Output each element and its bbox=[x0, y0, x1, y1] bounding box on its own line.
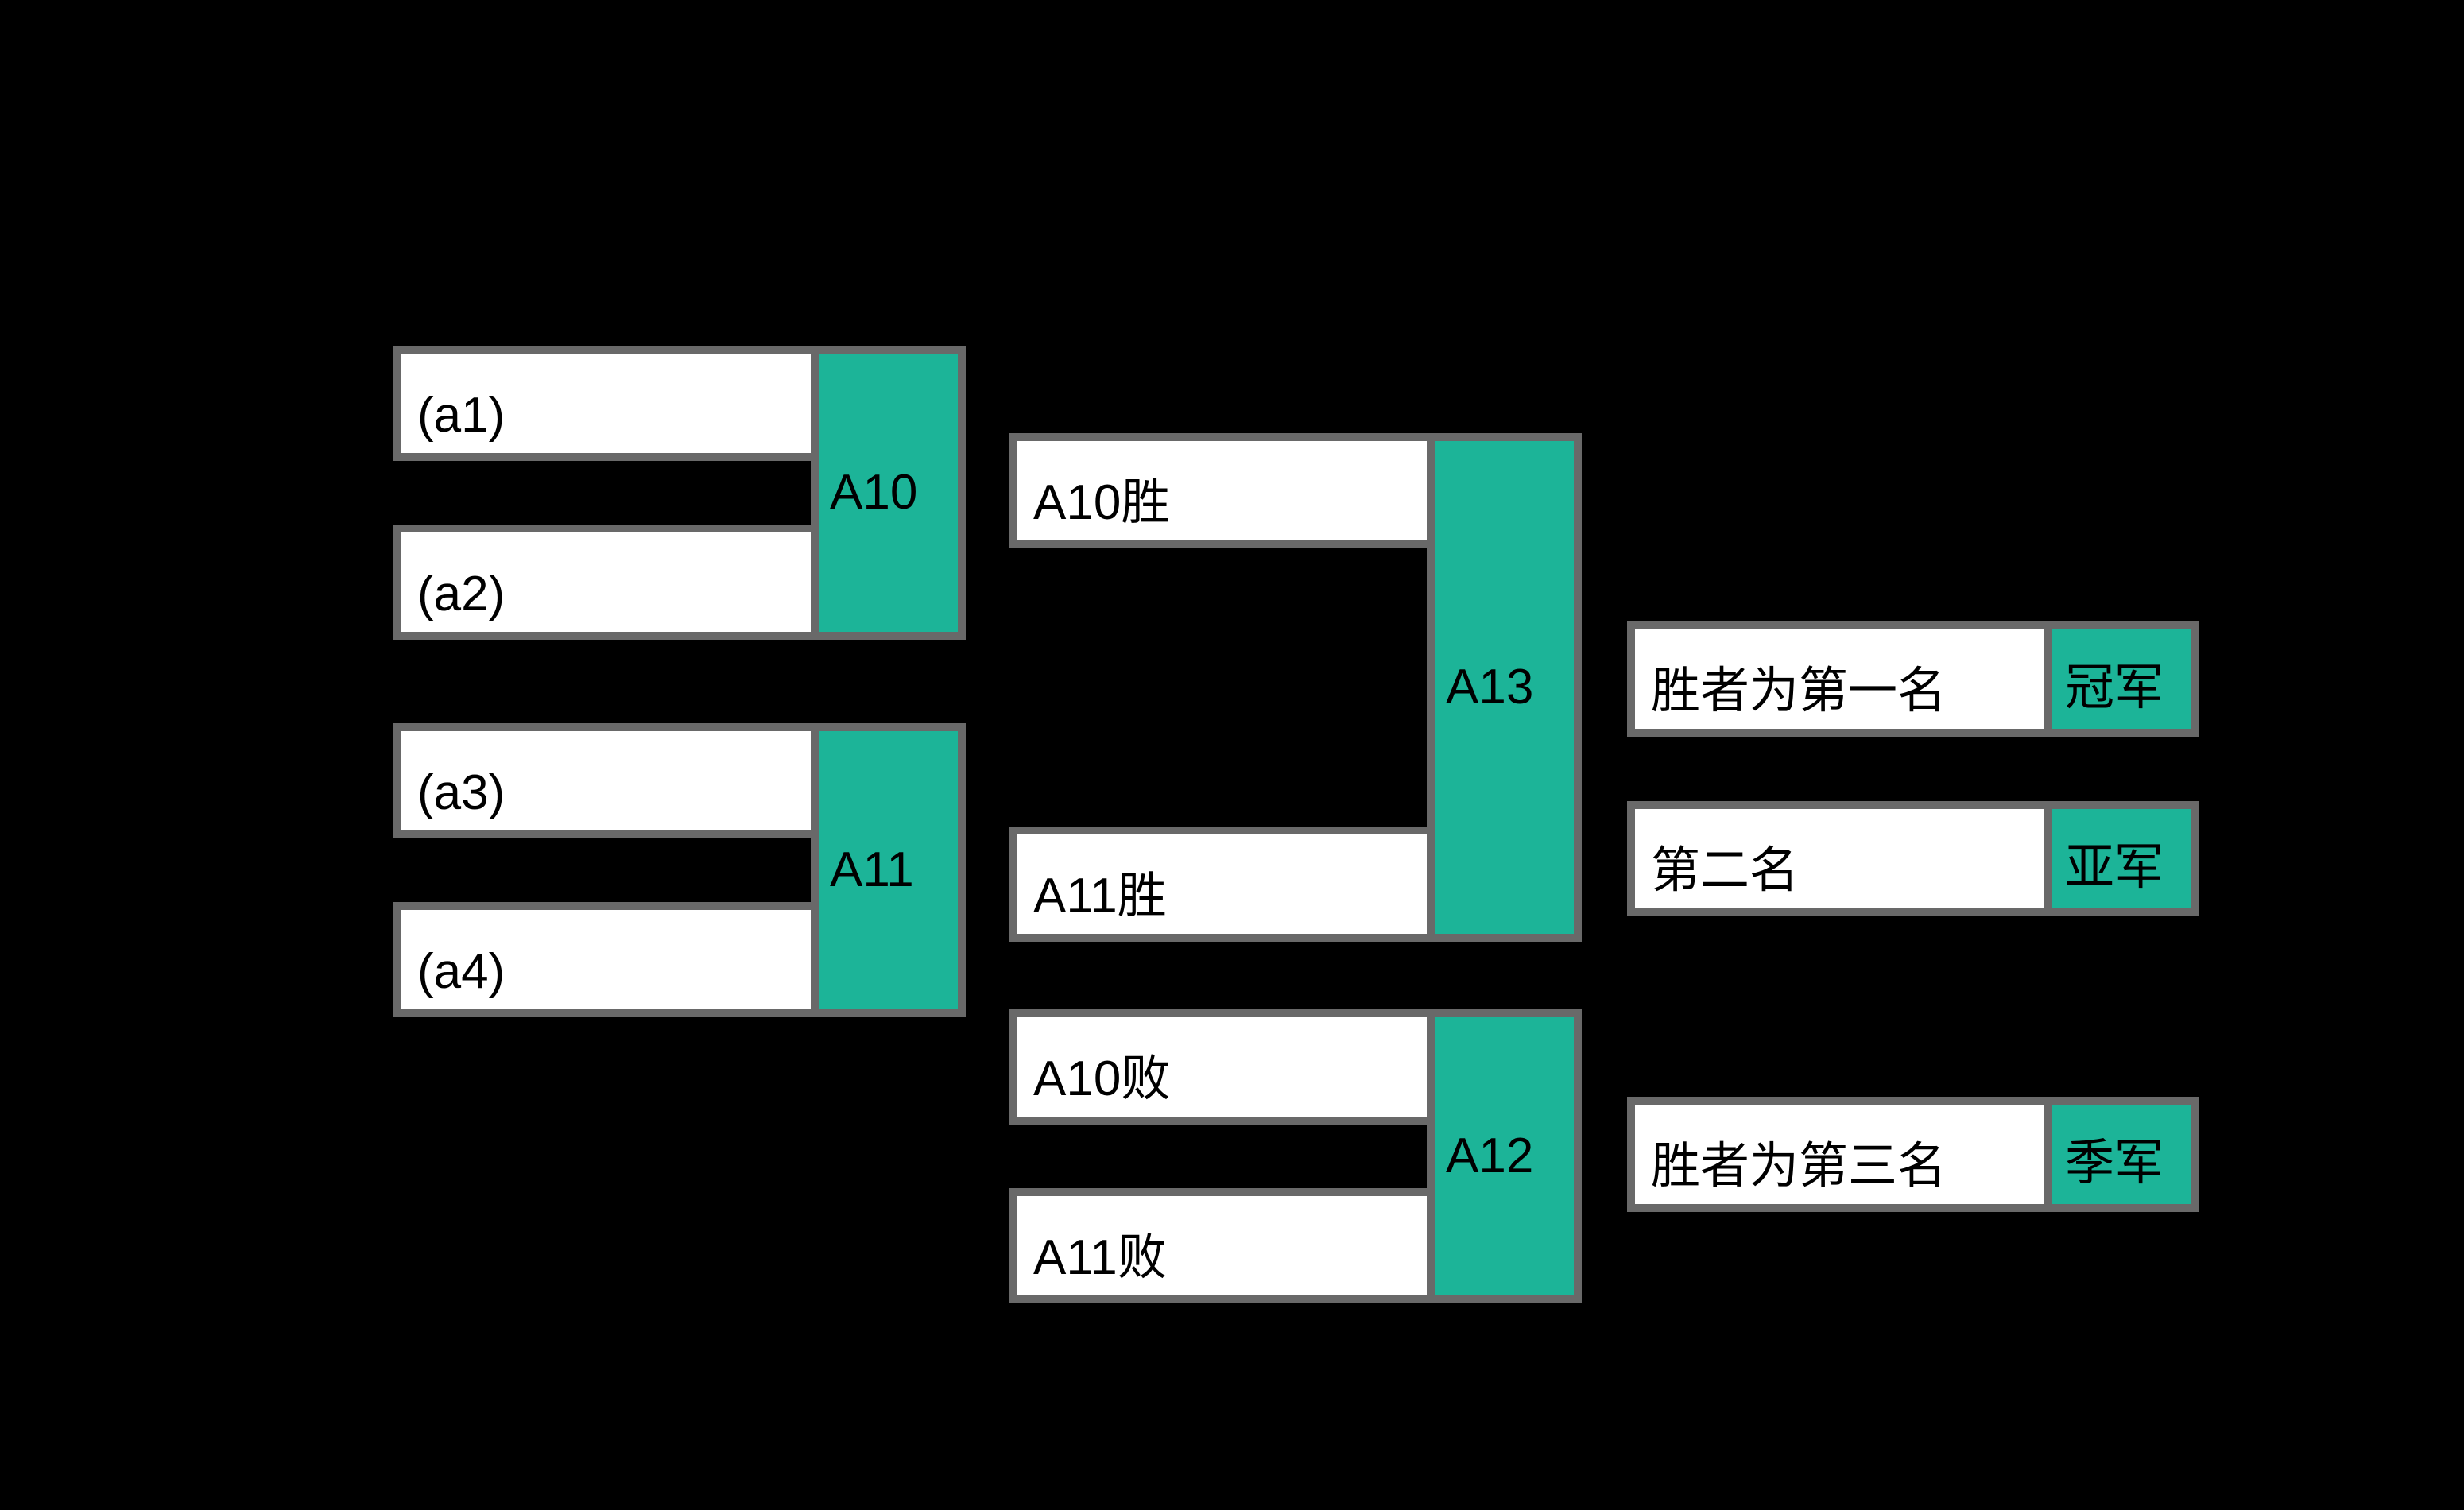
result-third-medal-label: 季军 bbox=[2065, 1136, 2164, 1191]
match-a10-slot1-label: (a1) bbox=[417, 388, 506, 443]
result-first-medal-label: 冠军 bbox=[2065, 661, 2164, 715]
match-a11-id-label: A11 bbox=[830, 842, 914, 897]
match-a10-slot1-box: (a1) bbox=[393, 346, 819, 461]
result-third-text: 胜者为第三名 bbox=[1651, 1140, 1947, 1194]
result-second-medal-label: 亚军 bbox=[2065, 841, 2164, 895]
match-a13-slot1-label: A10胜 bbox=[1033, 475, 1171, 530]
match-a13-id-label: A13 bbox=[1446, 660, 1534, 714]
result-first-place: 胜者为第一名 冠军 bbox=[1627, 621, 2199, 737]
match-a12-slot2-label: A11败 bbox=[1033, 1230, 1167, 1285]
result-third-medal-box: 季军 bbox=[2044, 1097, 2199, 1212]
match-a12-slot1-box: A10败 bbox=[1009, 1009, 1435, 1125]
match-a11-slot1-box: (a3) bbox=[393, 723, 819, 838]
result-second-text: 第二名 bbox=[1651, 844, 1800, 898]
match-a13-id-box: A13 bbox=[1427, 433, 1582, 942]
result-first-text: 胜者为第一名 bbox=[1651, 664, 1947, 718]
match-a12-id-label: A12 bbox=[1446, 1129, 1534, 1183]
match-a13-slot2-box: A11胜 bbox=[1009, 827, 1435, 942]
match-a10-id-label: A10 bbox=[830, 465, 918, 520]
match-a10-slot2-box: (a2) bbox=[393, 525, 819, 640]
result-first-medal-box: 冠军 bbox=[2044, 621, 2199, 737]
match-a12-slot1-label: A10败 bbox=[1033, 1051, 1171, 1106]
match-a13-slot2-label: A11胜 bbox=[1033, 869, 1167, 923]
match-a11-slot2-label: (a4) bbox=[417, 944, 506, 999]
match-a13-final: A10胜 A11胜 A13 bbox=[1009, 433, 1582, 942]
match-a10-id-box: A10 bbox=[811, 346, 966, 640]
result-second-text-box: 第二名 bbox=[1627, 801, 2052, 916]
match-a12-id-box: A12 bbox=[1427, 1009, 1582, 1303]
result-third-place: 胜者为第三名 季军 bbox=[1627, 1097, 2199, 1212]
match-a10-slot2-label: (a2) bbox=[417, 567, 506, 621]
result-second-place: 第二名 亚军 bbox=[1627, 801, 2199, 916]
match-a11-slot1-label: (a3) bbox=[417, 765, 506, 820]
match-a13-slot1-box: A10胜 bbox=[1009, 433, 1435, 548]
result-second-medal-box: 亚军 bbox=[2044, 801, 2199, 916]
result-first-text-box: 胜者为第一名 bbox=[1627, 621, 2052, 737]
match-a12-third-place: A10败 A11败 A12 bbox=[1009, 1009, 1582, 1303]
match-a11: (a3) (a4) A11 bbox=[393, 723, 966, 1017]
match-a10: (a1) (a2) A10 bbox=[393, 346, 966, 640]
result-third-text-box: 胜者为第三名 bbox=[1627, 1097, 2052, 1212]
match-a11-id-box: A11 bbox=[811, 723, 966, 1017]
match-a12-slot2-box: A11败 bbox=[1009, 1188, 1435, 1303]
match-a11-slot2-box: (a4) bbox=[393, 902, 819, 1017]
